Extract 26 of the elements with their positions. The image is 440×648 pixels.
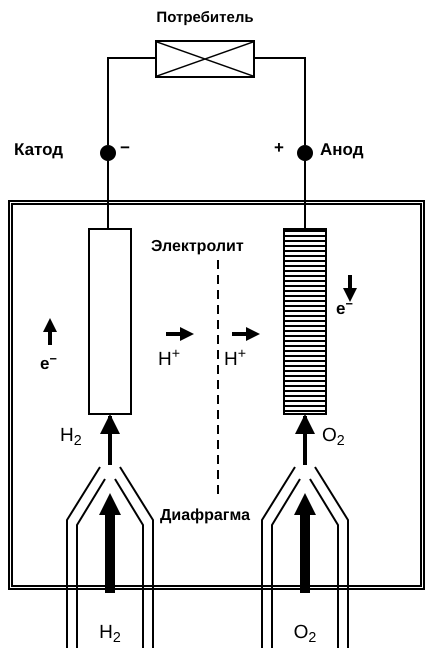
wire <box>107 161 109 228</box>
edge-label: H$_{2}$ <box>60 426 82 445</box>
terminal-label: + <box>274 139 284 156</box>
wire <box>255 57 306 145</box>
gas-inlet-pipe <box>260 465 350 648</box>
terminal-label: − <box>120 139 130 156</box>
edge-label: O$_{2}$ <box>322 426 345 445</box>
flow-arrow <box>100 414 120 465</box>
particle-label: e$^{−}$ <box>40 355 57 372</box>
wire <box>107 57 155 145</box>
cathode-electrode <box>88 228 132 415</box>
particle-label: e$^{−}$ <box>336 300 353 317</box>
terminal-label: Катод <box>14 141 64 158</box>
wire <box>304 161 306 228</box>
electrolyte-label: Электролит <box>151 237 244 257</box>
particle-label: H$^{+}$ <box>224 350 246 369</box>
anode-electrode <box>283 228 327 415</box>
diaphragm-label: Диафрагма <box>160 508 250 524</box>
electrolyte-tank <box>8 200 425 590</box>
terminal-label: Анод <box>320 141 364 158</box>
gas-label: O$_{2}$ <box>292 623 318 642</box>
gas-inlet-pipe <box>65 465 155 648</box>
flow-arrow <box>295 414 315 465</box>
gas-label: H$_{2}$ <box>98 623 122 642</box>
particle-label: H$^{+}$ <box>158 350 180 369</box>
load-label: Потребитель <box>156 10 254 28</box>
